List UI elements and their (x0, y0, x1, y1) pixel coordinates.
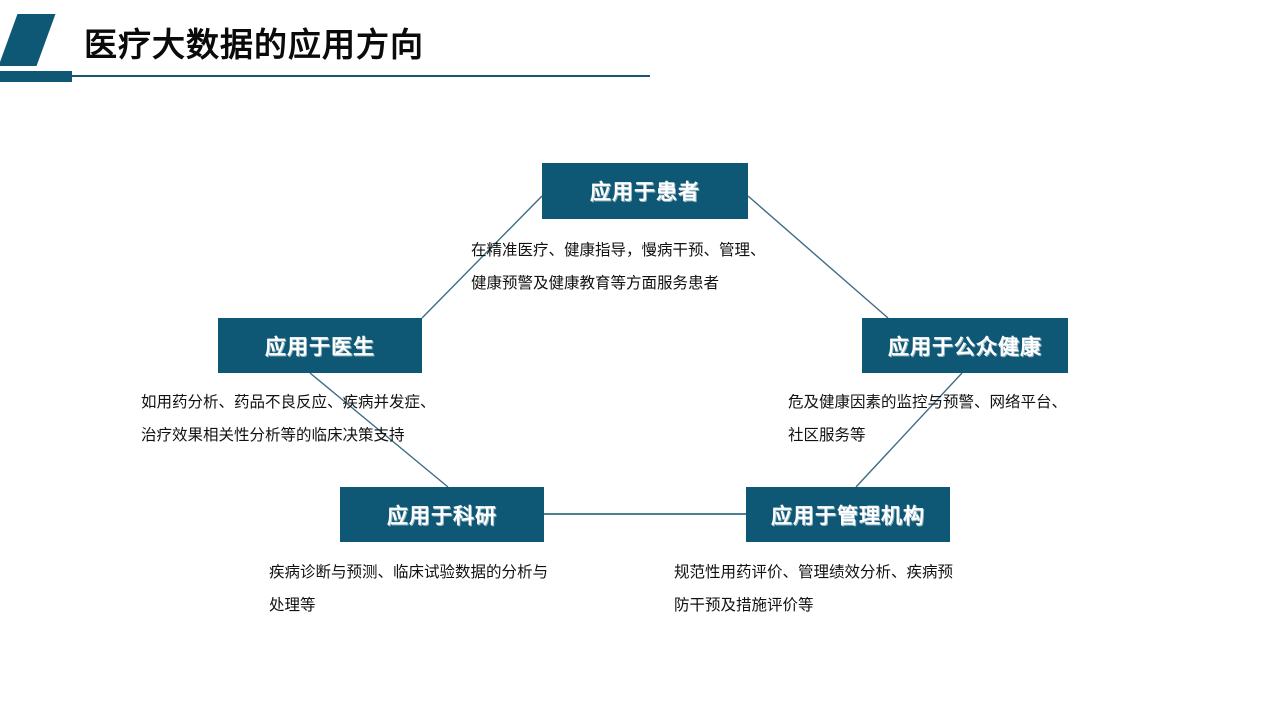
node-public-health[interactable]: 应用于公众健康 (862, 318, 1068, 373)
node-research[interactable]: 应用于科研 (340, 487, 544, 542)
title-accent-bar-shape (0, 71, 72, 82)
page-title: 医疗大数据的应用方向 (84, 26, 424, 63)
title-underline-rule (70, 75, 650, 77)
node-public-health-description: 危及健康因素的监控与预警、网络平台、 社区服务等 (788, 394, 1068, 444)
node-patient[interactable]: 应用于患者 (542, 163, 748, 219)
node-doctor-description: 如用药分析、药品不良反应、疾病并发症、 治疗效果相关性分析等的临床决策支持 (141, 394, 436, 444)
node-admin-org-description: 规范性用药评价、管理绩效分析、疾病预 防干预及措施评价等 (674, 564, 954, 614)
node-admin-org[interactable]: 应用于管理机构 (746, 487, 950, 542)
node-research-description: 疾病诊断与预测、临床试验数据的分析与 处理等 (269, 564, 549, 614)
node-patient-description: 在精准医疗、健康指导，慢病干预、管理、 健康预警及健康教育等方面服务患者 (471, 242, 766, 292)
node-doctor[interactable]: 应用于医生 (218, 318, 422, 373)
